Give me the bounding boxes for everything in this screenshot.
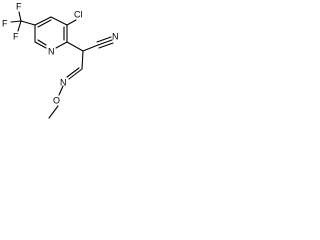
- atom-label-f-top: F: [16, 1, 22, 11]
- atom-label-f-left: F: [2, 18, 8, 28]
- bond-c5-c4: [34, 16, 52, 26]
- bond-c-n-double-inner: [66, 67, 80, 78]
- bond-cf-top: [18, 11, 22, 22]
- chemical-structure: F F F Cl N N N O: [2, 1, 119, 119]
- atom-label-f-bottom: F: [13, 31, 19, 41]
- pyridine-ring-bonds: [34, 16, 68, 49]
- substituent-bonds: [48, 19, 114, 119]
- bond-cf-bottom: [17, 20, 22, 32]
- atom-label-imine-nitrogen: N: [60, 77, 67, 87]
- bond-n1-c6-inner: [37, 39, 47, 46]
- bond-c-n-double: [68, 68, 83, 80]
- bond-cf3-ring: [20, 20, 36, 26]
- bond-c3-cl: [66, 19, 77, 26]
- bond-o-ch3: [48, 105, 59, 119]
- bond-n-o: [58, 85, 64, 96]
- atom-label-ring-nitrogen: N: [48, 46, 55, 56]
- atom-label-oxygen: O: [53, 95, 60, 105]
- trifluoromethyl-bonds: [10, 11, 36, 32]
- bond-ch-chn: [81, 50, 84, 70]
- bond-nitrile-3: [98, 42, 114, 49]
- atom-label-nitrile-nitrogen: N: [112, 31, 119, 41]
- bond-ch-cn: [82, 44, 99, 52]
- atom-label-chlorine: Cl: [74, 9, 83, 19]
- bond-c2-n1: [55, 41, 68, 49]
- bond-c2-ch: [66, 41, 84, 52]
- bond-c5-c4-inner: [37, 19, 52, 28]
- bond-n1-c6: [34, 41, 47, 49]
- bond-cf-left: [10, 20, 22, 23]
- bond-c4-c3: [50, 16, 68, 26]
- bond-nitrile-1: [97, 39, 113, 46]
- atom-labels: F F F Cl N N N O: [2, 1, 119, 105]
- bond-nitrile-2: [96, 36, 112, 43]
